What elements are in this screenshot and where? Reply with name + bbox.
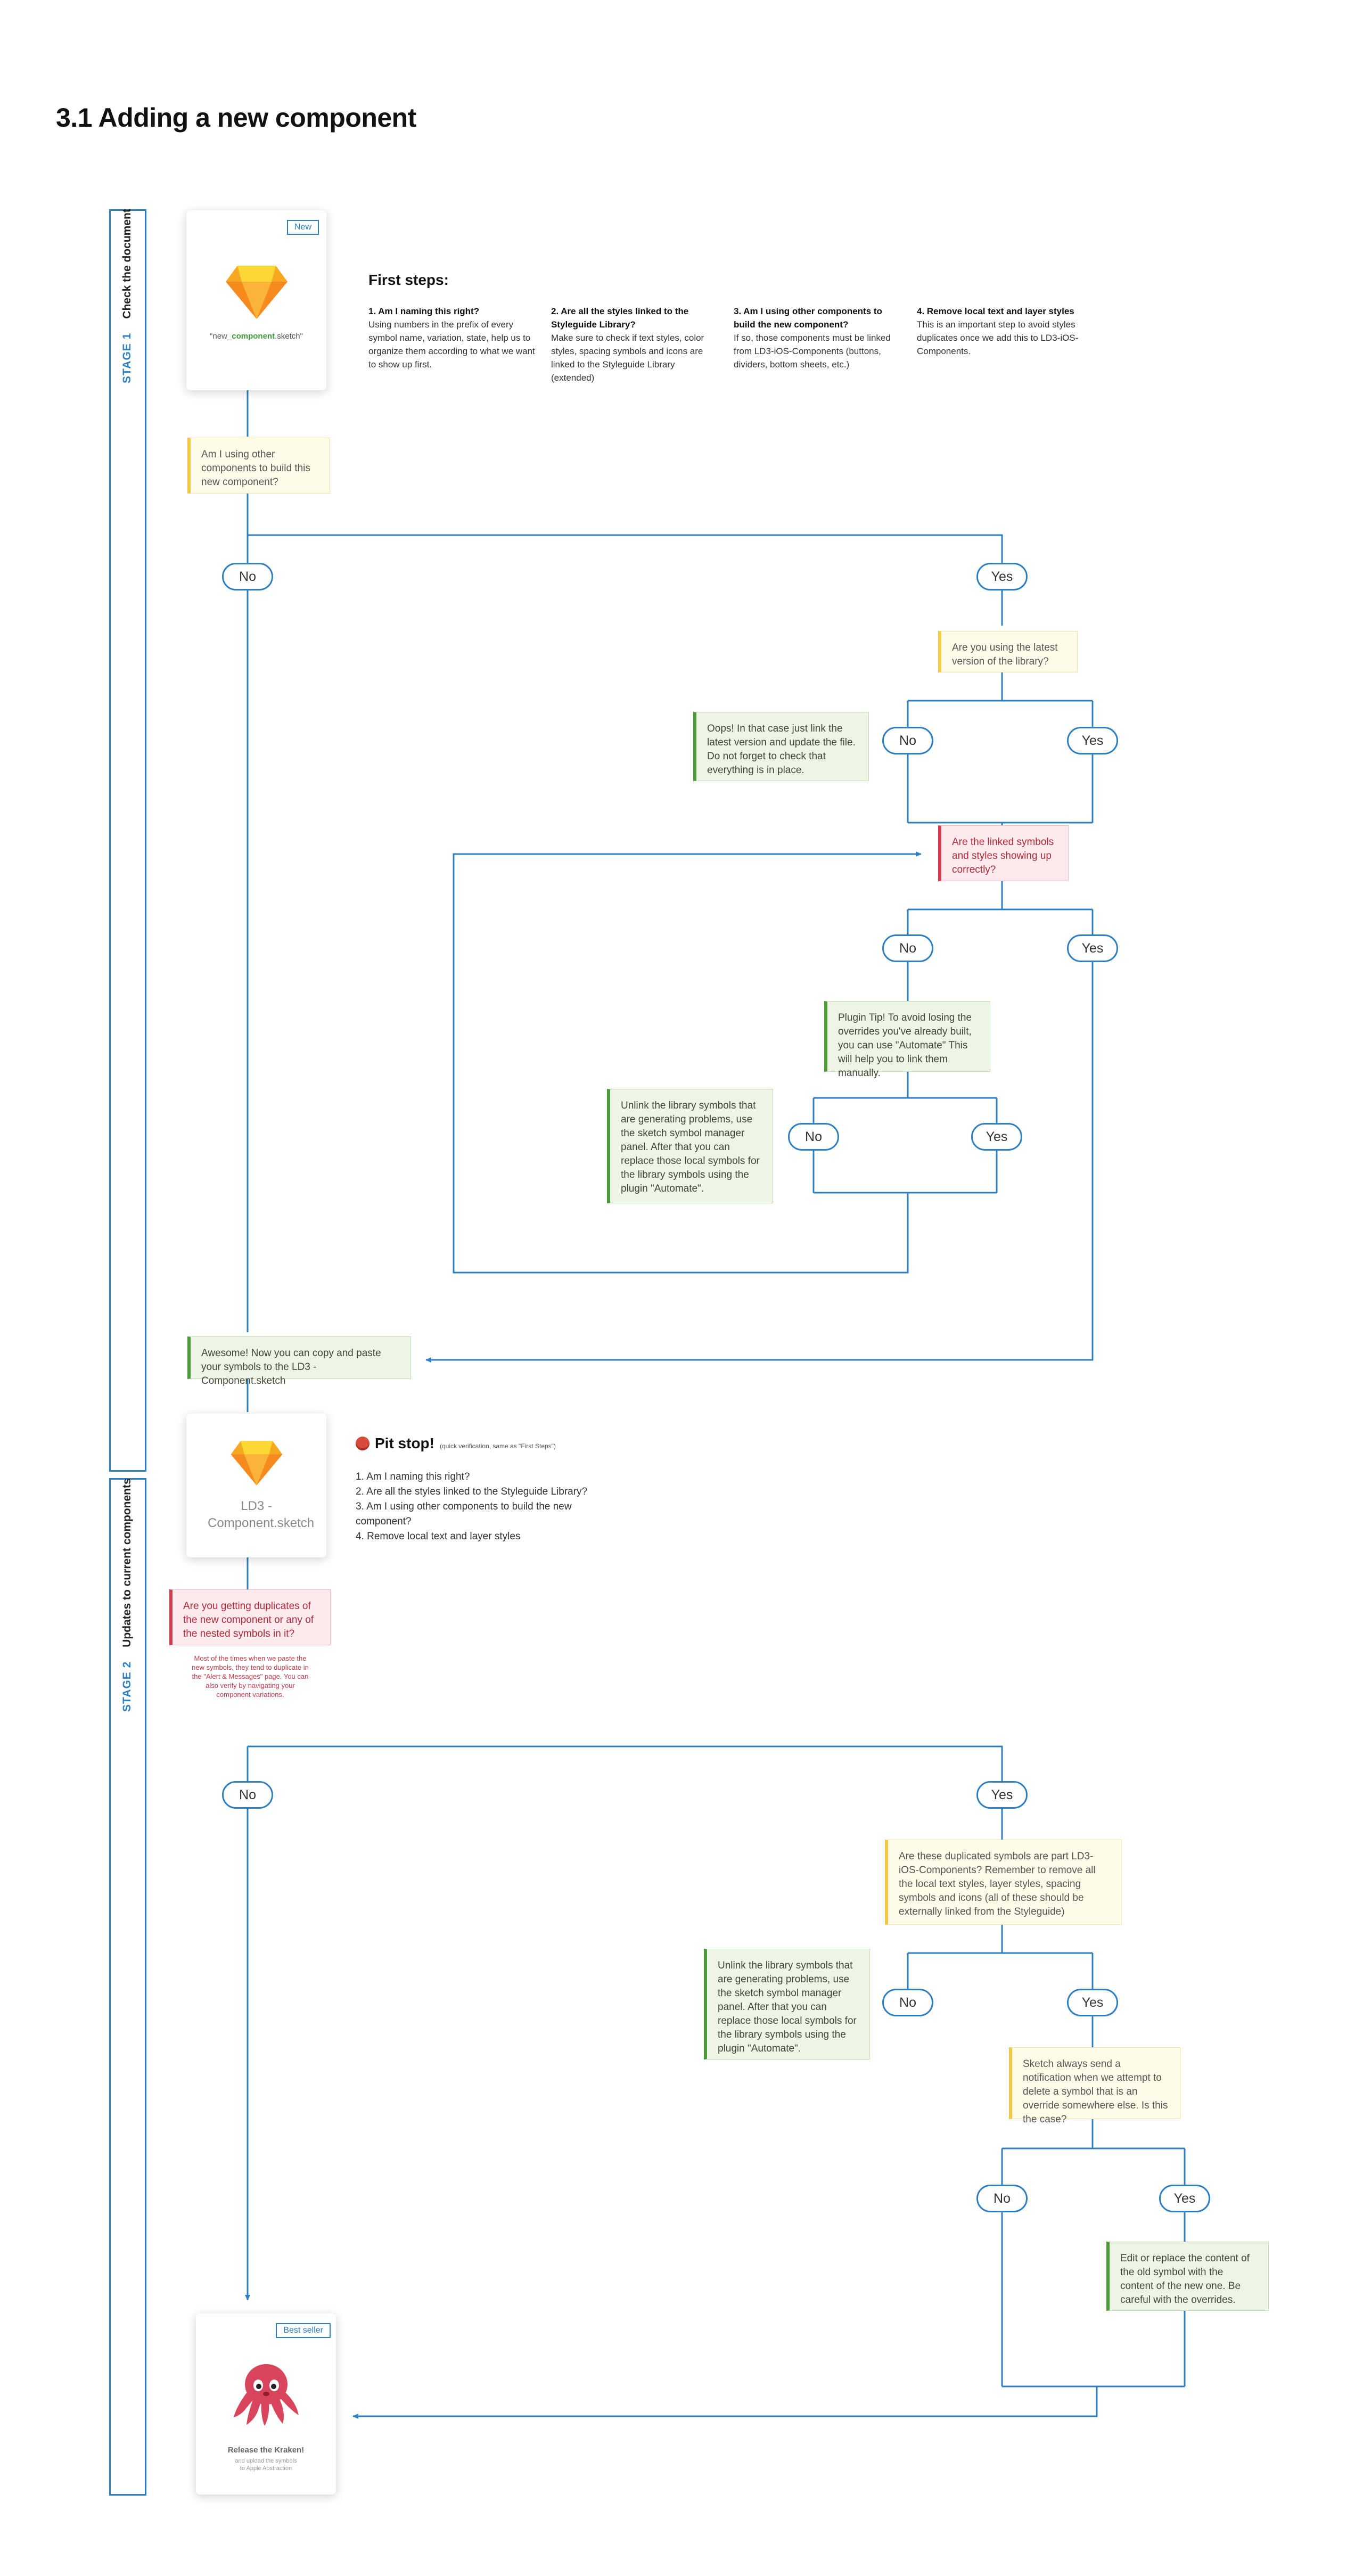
answer-yes-plugin[interactable]: Yes xyxy=(971,1123,1022,1151)
answer-no-plugin[interactable]: No xyxy=(788,1123,839,1151)
pit-stop-item: 4. Remove local text and layer styles xyxy=(356,1531,521,1542)
question-duplicated-part: Are these duplicated symbols are part LD… xyxy=(885,1840,1122,1925)
first-steps-title: First steps: xyxy=(368,272,449,288)
note-edit-replace: Edit or replace the content of the old s… xyxy=(1106,2242,1269,2311)
new-component-file-card[interactable]: New "new_component.sketch" xyxy=(186,210,326,390)
stage-2-frame xyxy=(109,1478,146,2496)
question-duplicates: Are you getting duplicates of the new co… xyxy=(169,1589,331,1645)
kraken-caption: Release the Kraken! xyxy=(227,2446,305,2455)
sketch-diamond-icon xyxy=(226,266,288,319)
answer-yes-duplicated-part[interactable]: Yes xyxy=(1067,1989,1118,2016)
note-awesome-copy: Awesome! Now you can copy and paste your… xyxy=(187,1336,411,1387)
first-step-3: 3. Am I using other components to build … xyxy=(734,306,891,370)
best-seller-tag: Best seller xyxy=(276,2323,331,2338)
release-kraken-card[interactable]: Best seller Release the Kraken! and uplo… xyxy=(196,2314,336,2495)
new-component-filename: "new_component.sketch" xyxy=(210,332,303,341)
sketch-diamond-icon xyxy=(231,1441,283,1486)
answer-yes-latest[interactable]: Yes xyxy=(1067,727,1118,754)
duplicates-hint: Most of the times when we paste the new … xyxy=(192,1654,309,1699)
answer-no-other-components[interactable]: No xyxy=(222,563,273,590)
question-notification: Sketch always send a notification when w… xyxy=(1009,2047,1180,2125)
question-latest-version: Are you using the latest version of the … xyxy=(938,631,1078,672)
kraken-subcaption: and upload the symbols to Apple Abstract… xyxy=(235,2458,297,2472)
ld3-filename: LD3 - Component.sketch xyxy=(208,1499,315,1530)
note-unlink-symbols-2: Unlink the library symbols that are gene… xyxy=(704,1949,870,2060)
answer-no-latest[interactable]: No xyxy=(882,727,933,754)
answer-no-duplicates[interactable]: No xyxy=(222,1781,273,1809)
page-title: 3.1 Adding a new component xyxy=(56,103,416,133)
stage-1-name: Check the document xyxy=(121,209,133,319)
pit-stop-item: 3. Am I using other components to build … xyxy=(356,1501,572,1527)
note-oops-update: Oops! In that case just link the latest … xyxy=(693,712,869,781)
stage-1-frame xyxy=(109,209,146,1472)
stage-2-label: STAGE 2 Updates to current components xyxy=(121,1478,134,1712)
question-linked-symbols: Are the linked symbols and styles showin… xyxy=(938,825,1069,881)
first-step-2: 2. Are all the styles linked to the Styl… xyxy=(551,306,704,383)
pit-stop-list: 1. Am I naming this right? 2. Are all th… xyxy=(356,1470,587,1544)
question-other-components: Am I using other components to build thi… xyxy=(187,438,330,494)
answer-no-duplicated-part[interactable]: No xyxy=(882,1989,933,2016)
stage-2-number: STAGE 2 xyxy=(121,1661,133,1712)
answer-yes-notification[interactable]: Yes xyxy=(1159,2185,1210,2212)
answer-yes-duplicates[interactable]: Yes xyxy=(976,1781,1028,1809)
stop-sign-icon xyxy=(356,1437,370,1450)
pit-stop-title: Pit stop!(quick verification, same as "F… xyxy=(356,1435,556,1452)
note-plugin-tip: Plugin Tip! To avoid losing the override… xyxy=(824,1001,990,1079)
ld3-component-file-card[interactable]: LD3 - Component.sketch xyxy=(186,1414,326,1557)
pit-stop-item: 2. Are all the styles linked to the Styl… xyxy=(356,1486,588,1497)
pit-stop-item: 1. Am I naming this right? xyxy=(356,1471,470,1482)
answer-no-notification[interactable]: No xyxy=(976,2185,1028,2212)
note-unlink-symbols: Unlink the library symbols that are gene… xyxy=(607,1089,773,1203)
first-step-1: 1. Am I naming this right?Using numbers … xyxy=(368,306,535,370)
answer-yes-linked[interactable]: Yes xyxy=(1067,934,1118,962)
octopus-icon xyxy=(234,2364,299,2426)
answer-no-linked[interactable]: No xyxy=(882,934,933,962)
new-tag: New xyxy=(286,220,319,235)
answer-yes-other-components[interactable]: Yes xyxy=(976,563,1028,590)
stage-2-name: Updates to current components xyxy=(121,1478,133,1647)
stage-1-label: STAGE 1 Check the document xyxy=(121,209,134,383)
stage-1-number: STAGE 1 xyxy=(121,332,133,383)
